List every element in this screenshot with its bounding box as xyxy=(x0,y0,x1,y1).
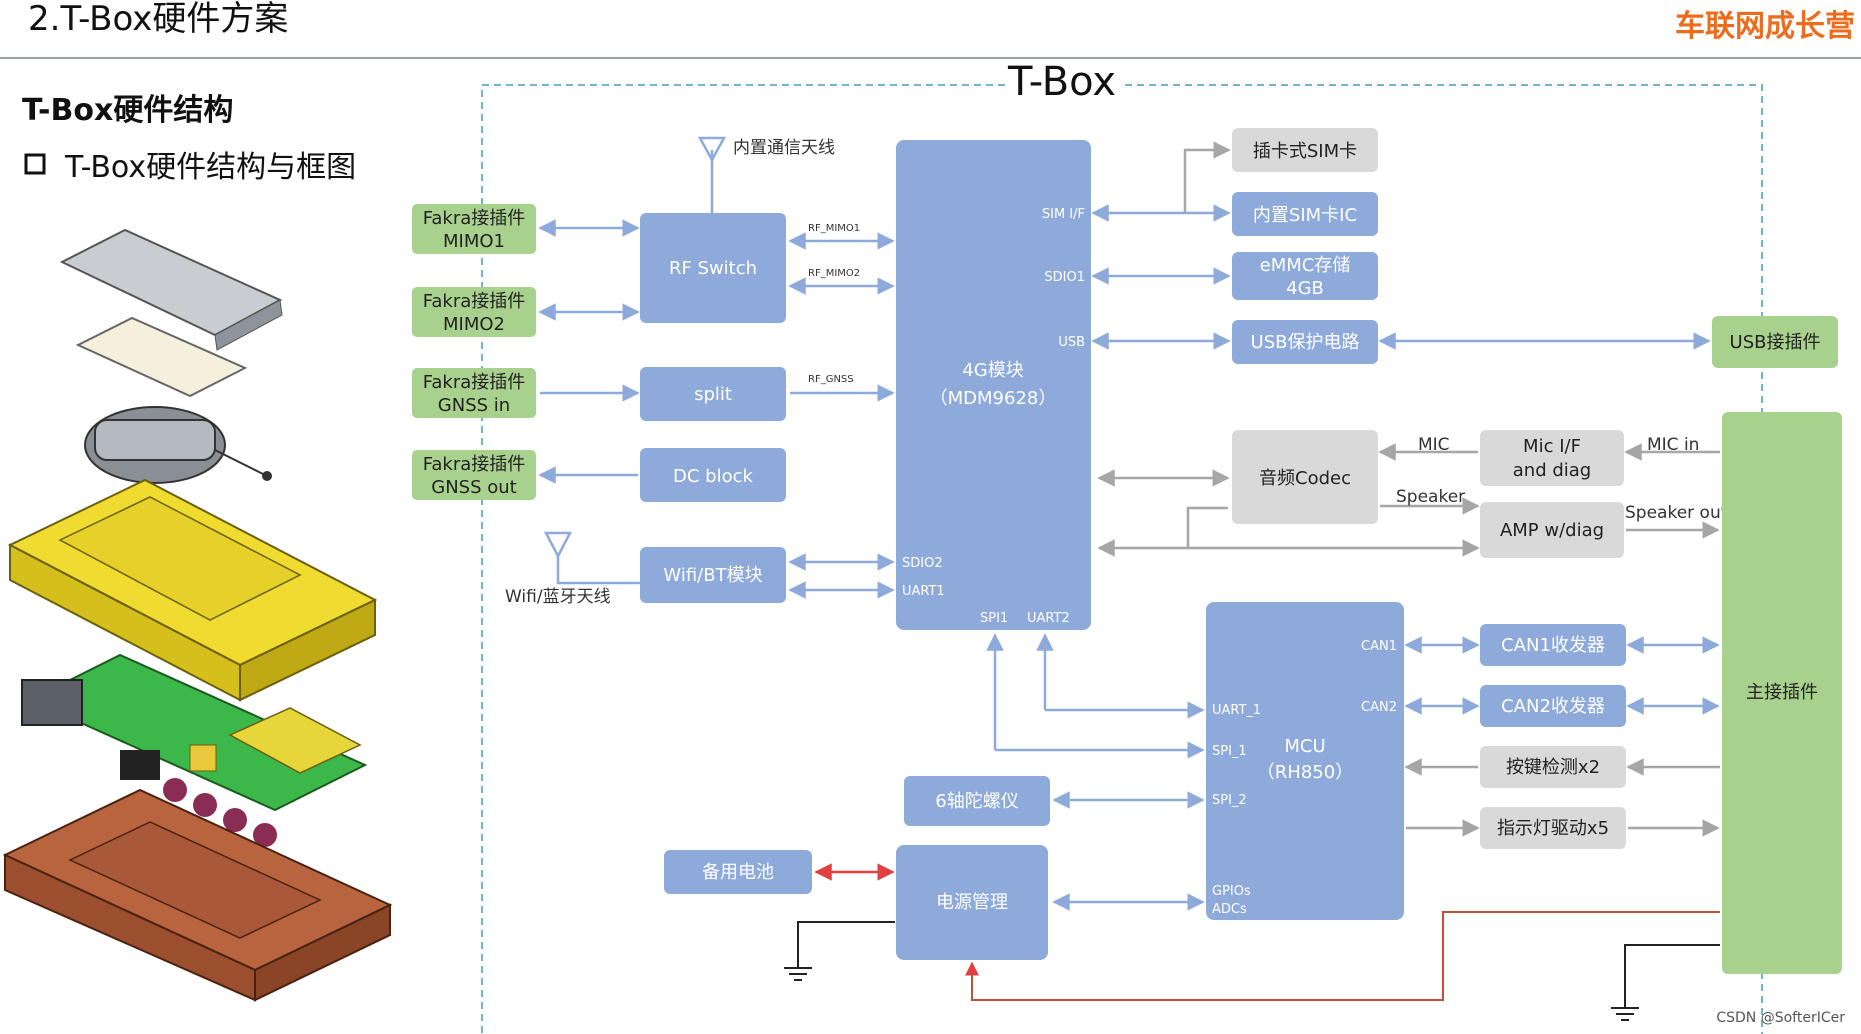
port-sdio1: SDIO1 xyxy=(1044,270,1085,285)
can1-transceiver-box: CAN1收发器 xyxy=(1480,624,1626,666)
ground-icon xyxy=(1611,1007,1639,1021)
rf-switch-box: RF Switch xyxy=(640,213,786,323)
led-driver-box: 指示灯驱动x5 xyxy=(1480,807,1626,849)
port-sim-if: SIM I/F xyxy=(1042,207,1085,222)
sim-card-slot-box: 插卡式SIM卡 xyxy=(1232,128,1378,172)
svg-text:MIMO2: MIMO2 xyxy=(443,314,505,335)
port-can1: CAN1 xyxy=(1361,639,1397,654)
amp-box: AMP w/diag xyxy=(1480,502,1624,558)
port-mcu-uart1: UART_1 xyxy=(1212,703,1261,718)
svg-text:GNSS out: GNSS out xyxy=(431,477,516,498)
svg-text:插卡式SIM卡: 插卡式SIM卡 xyxy=(1253,141,1357,162)
rf-mimo2-label: RF_MIMO2 xyxy=(808,268,860,279)
port-can2: CAN2 xyxy=(1361,700,1397,715)
port-mcu-adc: ADCs xyxy=(1212,902,1247,917)
svg-text:Fakra接插件: Fakra接插件 xyxy=(423,208,526,229)
svg-text:4G模块: 4G模块 xyxy=(962,360,1023,381)
usb-protection-box: USB保护电路 xyxy=(1232,320,1378,364)
antenna-internal-label: 内置通信天线 xyxy=(733,138,835,158)
svg-text:DC block: DC block xyxy=(673,466,753,487)
svg-text:（MDM9628）: （MDM9628） xyxy=(930,388,1057,409)
port-sdio2: SDIO2 xyxy=(902,556,943,571)
fakra-connector-gnss-out: Fakra接插件 GNSS out xyxy=(412,450,536,500)
svg-text:RF Switch: RF Switch xyxy=(669,258,757,279)
svg-text:电源管理: 电源管理 xyxy=(936,892,1008,913)
svg-text:Fakra接插件: Fakra接插件 xyxy=(423,372,526,393)
power-management-box: 电源管理 xyxy=(896,845,1048,960)
svg-text:6轴陀螺仪: 6轴陀螺仪 xyxy=(935,791,1018,812)
port-mcu-gpio: GPIOs xyxy=(1212,884,1251,899)
svg-text:AMP w/diag: AMP w/diag xyxy=(1500,520,1604,541)
dc-block-box: DC block xyxy=(640,448,786,502)
audio-codec-box: 音频Codec xyxy=(1232,430,1378,524)
svg-text:内置SIM卡IC: 内置SIM卡IC xyxy=(1253,205,1357,226)
svg-text:音频Codec: 音频Codec xyxy=(1259,468,1351,489)
port-usb: USB xyxy=(1058,335,1085,350)
svg-text:eMMC存储: eMMC存储 xyxy=(1260,255,1351,276)
svg-text:USB保护电路: USB保护电路 xyxy=(1251,332,1360,353)
port-mcu-spi1: SPI_1 xyxy=(1212,744,1247,759)
svg-text:Mic I/F: Mic I/F xyxy=(1523,436,1581,457)
svg-text:GNSS in: GNSS in xyxy=(438,395,510,416)
can2-transceiver-box: CAN2收发器 xyxy=(1480,685,1626,727)
speaker-label: Speaker xyxy=(1396,487,1465,507)
fakra-connector-mimo2: Fakra接插件 MIMO2 xyxy=(412,287,536,337)
svg-text:MCU: MCU xyxy=(1284,736,1325,757)
mic-in-label: MIC in xyxy=(1647,435,1699,455)
speaker-out-label: Speaker out xyxy=(1625,503,1728,523)
gyro-box: 6轴陀螺仪 xyxy=(904,776,1050,826)
svg-text:指示灯驱动x5: 指示灯驱动x5 xyxy=(1497,818,1609,839)
4g-module-box: 4G模块 （MDM9628） SIM I/F SDIO1 USB SDIO2 U… xyxy=(896,140,1091,630)
port-uart1: UART1 xyxy=(902,584,945,599)
antenna-icon xyxy=(697,136,727,163)
brand-logo: 车联网成长营 xyxy=(1675,9,1855,44)
port-uart2: UART2 xyxy=(1027,611,1070,626)
split-box: split xyxy=(640,367,786,421)
ground-icon xyxy=(784,967,812,981)
svg-text:CAN1收发器: CAN1收发器 xyxy=(1501,635,1605,656)
svg-text:Wifi/BT模块: Wifi/BT模块 xyxy=(663,565,762,586)
svg-text:MIMO1: MIMO1 xyxy=(443,231,505,252)
emmc-box: eMMC存储 4GB xyxy=(1232,252,1378,300)
port-mcu-spi2: SPI_2 xyxy=(1212,793,1247,808)
mic-label: MIC xyxy=(1418,435,1450,455)
mcu-box: MCU （RH850） CAN1 CAN2 UART_1 SPI_1 SPI_2… xyxy=(1206,602,1404,920)
svg-text:4GB: 4GB xyxy=(1286,278,1324,299)
svg-text:and diag: and diag xyxy=(1513,460,1591,481)
tbox-frame xyxy=(481,84,1763,1034)
svg-text:Fakra接插件: Fakra接插件 xyxy=(423,454,526,475)
antenna-wifi-label: Wifi/蓝牙天线 xyxy=(505,587,611,607)
tbox-frame-label: T-Box xyxy=(1007,59,1116,105)
rf-mimo1-label: RF_MIMO1 xyxy=(808,223,860,234)
usb-connector-box: USB接插件 xyxy=(1712,316,1838,368)
svg-text:按键检测x2: 按键检测x2 xyxy=(1506,757,1600,778)
fakra-connector-mimo1: Fakra接插件 MIMO1 xyxy=(412,204,536,254)
svg-text:USB接插件: USB接插件 xyxy=(1730,332,1821,353)
section-heading: T-Box硬件结构 xyxy=(22,93,233,128)
fakra-connector-gnss-in: Fakra接插件 GNSS in xyxy=(412,368,536,418)
sim-ic-box: 内置SIM卡IC xyxy=(1232,192,1378,236)
footer-credit: CSDN @SofterICer xyxy=(1716,1010,1845,1026)
svg-text:主接插件: 主接插件 xyxy=(1746,682,1818,703)
page-title: 2.T-Box硬件方案 xyxy=(28,0,288,39)
bullet-square-icon xyxy=(24,153,46,175)
svg-text:CAN2收发器: CAN2收发器 xyxy=(1501,696,1605,717)
wifi-bt-module-box: Wifi/BT模块 xyxy=(640,547,786,603)
port-spi1: SPI1 xyxy=(980,611,1008,626)
antenna-icon xyxy=(543,531,640,585)
backup-battery-box: 备用电池 xyxy=(664,850,812,894)
svg-text:Fakra接插件: Fakra接插件 xyxy=(423,291,526,312)
svg-text:（RH850）: （RH850） xyxy=(1257,762,1353,783)
tbox-exploded-illustration xyxy=(2,228,393,1002)
mic-interface-box: Mic I/F and diag xyxy=(1480,430,1624,486)
svg-text:备用电池: 备用电池 xyxy=(702,862,774,883)
connections xyxy=(538,141,1720,1008)
rf-gnss-label: RF_GNSS xyxy=(808,374,854,385)
key-detect-box: 按键检测x2 xyxy=(1480,746,1626,788)
section-bullet: T-Box硬件结构与框图 xyxy=(64,150,356,185)
svg-text:split: split xyxy=(694,384,732,405)
main-connector-box: 主接插件 xyxy=(1722,412,1842,974)
